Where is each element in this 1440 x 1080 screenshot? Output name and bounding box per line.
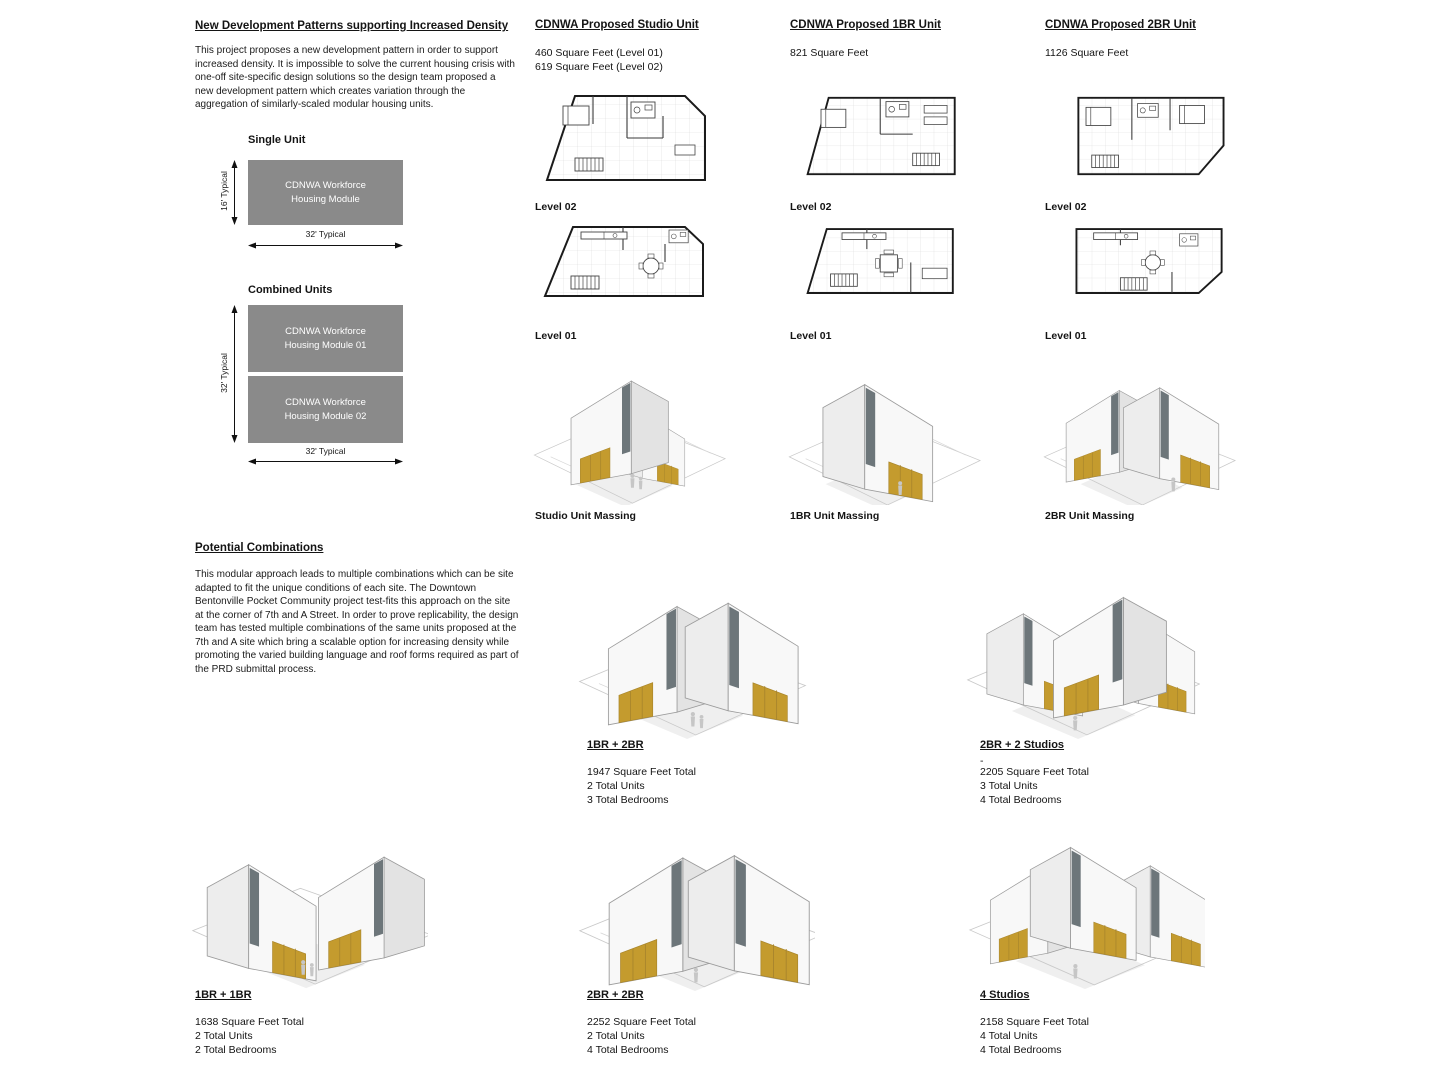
1br-level2-label: Level 02 [790,201,832,213]
2br-level1-label: Level 01 [1045,330,1087,342]
stat-line: 1638 Square Feet Total [195,1016,304,1028]
single-width-dim-label: 32' Typical [305,229,346,239]
combined-module-box-1: CDNWA Workforce Housing Module 01 [248,305,403,372]
2br-unit-title: CDNWA Proposed 2BR Unit [1045,19,1196,31]
combo-1br-1br-stats: 1638 Square Feet Total 2 Total Units 2 T… [195,1016,304,1057]
potential-combinations-title: Potential Combinations [195,542,324,554]
2br-massing-label: 2BR Unit Massing [1045,510,1135,522]
combo-2br-2studios-note: - [980,755,984,767]
stat-line: 2158 Square Feet Total [980,1016,1089,1028]
single-height-dim-arrow [231,160,238,225]
potential-combinations-body: This modular approach leads to multiple … [195,569,519,675]
1br-level1-floorplan [800,224,970,299]
1br-massing-label: 1BR Unit Massing [790,510,880,522]
stat-line: 4 Total Units [980,1029,1038,1042]
combo-4-studios-title: 4 Studios [980,989,1030,1001]
1br-level2-floorplan [800,92,970,180]
stat-line: 2252 Square Feet Total [587,1016,696,1028]
combo-2br-2studios-title: 2BR + 2 Studios [980,739,1065,751]
studio-massing-label: Studio Unit Massing [535,510,636,522]
combined-height-dim-label: 32' Typical [219,353,229,393]
studio-area-line-1: 460 Square Feet (Level 01) [535,47,663,59]
combo-2br-2studios-stats: 2205 Square Feet Total 3 Total Units 4 T… [980,766,1089,807]
2br-area-line: 1126 Square Feet [1045,47,1129,59]
combo-4-studios-massing-render [965,800,1205,992]
stat-line: 4 Total Bedrooms [980,1043,1062,1056]
stat-line: 1947 Square Feet Total [587,766,696,778]
studio-unit-title: CDNWA Proposed Studio Unit [535,19,699,31]
stat-line: 2 Total Bedrooms [195,1043,277,1056]
combo-2br-2br-massing-render [575,800,815,992]
stat-line: 2 Total Units [587,779,645,792]
single-module-label: CDNWA Workforce Housing Module [285,180,366,205]
1br-area-line: 821 Square Feet [790,47,869,59]
combo-1br-1br-massing-render [188,800,428,992]
2br-level1-floorplan [1065,224,1235,299]
combined-height-dim-arrow [231,305,238,443]
intro-body: This project proposes a new development … [195,45,515,110]
2br-massing-render [1037,346,1237,505]
1br-unit-title: CDNWA Proposed 1BR Unit [790,19,941,31]
combo-1br-2br-stats: 1947 Square Feet Total 2 Total Units 3 T… [587,766,696,807]
stat-line: 2 Total Units [587,1029,645,1042]
single-unit-heading: Single Unit [248,134,306,146]
studio-area-line-2: 619 Square Feet (Level 02) [535,61,663,73]
combined-width-dim-label: 32' Typical [305,446,346,456]
2br-level2-floorplan [1065,92,1235,180]
stat-line: 3 Total Units [980,779,1038,792]
stat-line: 4 Total Bedrooms [980,793,1062,806]
combined-module-2-label: CDNWA Workforce Housing Module 02 [284,397,367,422]
combo-1br-2br-title: 1BR + 2BR [587,739,644,751]
combo-4-studios-stats: 2158 Square Feet Total 4 Total Units 4 T… [980,1016,1089,1057]
combo-2br-2studios-massing-render [960,548,1200,740]
combo-1br-1br-title: 1BR + 1BR [195,989,252,1001]
studio-level2-label: Level 02 [535,201,577,213]
combo-2br-2br-title: 2BR + 2BR [587,989,644,1001]
studio-level2-floorplan [535,90,713,187]
2br-level2-label: Level 02 [1045,201,1087,213]
combined-units-heading: Combined Units [248,284,333,296]
intro-title: New Development Patterns supporting Incr… [195,20,509,32]
1br-massing-render [782,346,982,505]
single-module-box: CDNWA Workforce Housing Module [248,160,403,225]
combined-width-dim-arrow [248,458,403,465]
stat-line: 4 Total Bedrooms [587,1043,669,1056]
stat-line: 2205 Square Feet Total [980,766,1089,778]
studio-massing-render [527,346,727,505]
1br-level1-label: Level 01 [790,330,832,342]
combo-1br-2br-massing-render [570,548,810,740]
stat-line: 3 Total Bedrooms [587,793,669,806]
combined-module-box-2: CDNWA Workforce Housing Module 02 [248,376,403,443]
combo-2br-2br-stats: 2252 Square Feet Total 2 Total Units 4 T… [587,1016,696,1057]
combined-module-1-label: CDNWA Workforce Housing Module 01 [284,326,367,351]
stat-line: 2 Total Units [195,1029,253,1042]
single-height-dim-label: 16' Typical [219,171,229,211]
studio-level1-floorplan [535,222,713,302]
single-width-dim-arrow [248,242,403,249]
studio-level1-label: Level 01 [535,330,577,342]
